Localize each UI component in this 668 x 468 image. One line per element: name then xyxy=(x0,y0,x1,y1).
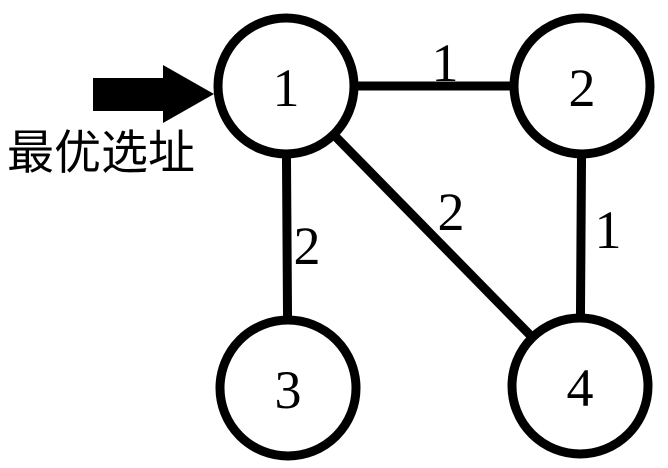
node-label-2: 2 xyxy=(569,58,596,118)
node-3 xyxy=(215,315,361,461)
node-4 xyxy=(507,313,653,459)
node-label-4: 4 xyxy=(567,358,594,418)
edge-weight-1-3: 2 xyxy=(294,216,321,276)
annotation-label: 最优选址 xyxy=(7,128,195,180)
node-1 xyxy=(213,13,359,159)
node-label-3: 3 xyxy=(275,360,302,420)
edge-weight-1-2: 1 xyxy=(432,33,459,93)
edge-weight-1-4: 2 xyxy=(438,182,465,242)
edge-weight-2-4: 1 xyxy=(595,200,622,260)
node-2 xyxy=(509,13,655,159)
node-label-1: 1 xyxy=(273,58,300,118)
annotation: 最优选址 xyxy=(7,65,214,180)
right-arrow-icon xyxy=(93,65,214,123)
node-layer: 1 2 3 4 xyxy=(213,13,655,461)
